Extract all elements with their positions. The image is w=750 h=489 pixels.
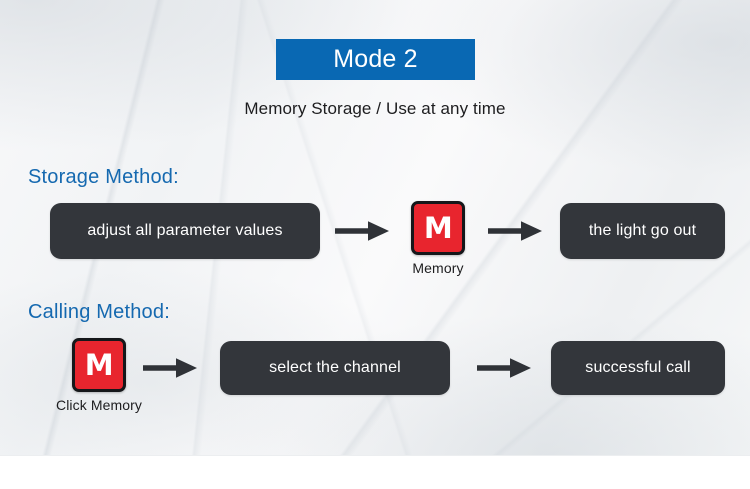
subtitle: Memory Storage / Use at any time [244,99,506,118]
step-adjust-parameters: adjust all parameter values [50,203,320,259]
arrow-right-icon [143,354,197,382]
memory-key-label: Click Memory [56,397,142,413]
section-heading-calling: Calling Method: [28,301,170,323]
arrow-right-icon [488,217,542,245]
memory-key-calling[interactable]: M Click Memory [56,338,142,413]
memory-key-storage[interactable]: M Memory [411,201,465,276]
mode-banner: Mode 2 [276,39,475,80]
arrow-right-icon [477,354,531,382]
memory-key-letter: M [84,347,114,382]
mode-banner-label: Mode 2 [333,45,418,73]
section-heading-storage: Storage Method: [28,166,179,188]
memory-key-letter: M [423,210,453,245]
arrow-right-icon [335,217,389,245]
step-label: select the channel [269,359,401,376]
footer-band [0,455,750,489]
step-label: successful call [585,359,691,376]
step-light-go-out: the light go out [560,203,725,259]
step-label: the light go out [588,222,697,239]
memory-icon[interactable]: M [71,338,126,392]
step-select-channel: select the channel [220,341,450,395]
step-label: adjust all parameter values [87,222,283,239]
memory-icon[interactable]: M [411,201,465,255]
memory-key-label: Memory [412,260,464,276]
step-successful-call: successful call [551,341,725,395]
